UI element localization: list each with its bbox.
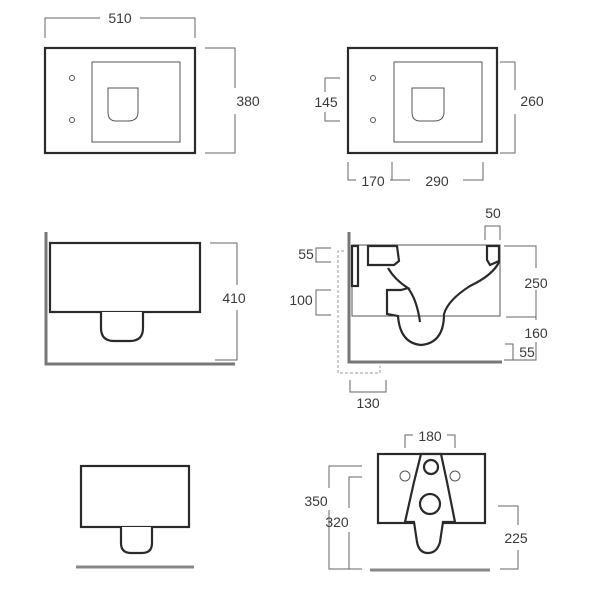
spacing-dimension: 290 <box>425 173 449 189</box>
front-view-left <box>76 464 194 569</box>
bowl-opening <box>411 87 445 122</box>
back-wall-plate <box>350 244 360 288</box>
rim <box>485 244 501 267</box>
wall-floor-line <box>44 232 235 366</box>
dimension-line <box>504 342 537 361</box>
dimension-line <box>404 434 456 448</box>
dimension-line <box>498 505 519 570</box>
plan-view-left: 510 380 <box>43 10 260 155</box>
inlet <box>366 244 401 267</box>
pan-outline <box>346 46 499 155</box>
dimension-line <box>315 247 331 263</box>
elevation-left: 410 <box>44 232 246 366</box>
outlet-hole <box>418 492 442 516</box>
trap-inner <box>407 287 422 323</box>
offset-dimension: 170 <box>361 173 385 189</box>
fixing-hole <box>370 75 376 81</box>
depth-dimension: 260 <box>520 93 544 109</box>
rim-dimension: 50 <box>485 205 501 221</box>
trap-outline <box>385 261 500 347</box>
seat-outline <box>91 61 181 143</box>
seat-outline <box>393 61 483 143</box>
dimension-line <box>328 465 362 570</box>
wall-floor-line <box>347 232 502 364</box>
fixing-dimension: 145 <box>314 94 338 110</box>
fixing-hole <box>399 470 411 482</box>
fixing-hole <box>370 117 376 123</box>
dimension-line <box>205 47 236 154</box>
height-dimension: 410 <box>222 290 246 306</box>
inlet-hole <box>422 458 440 476</box>
plan-view-right: 145 260 170 290 <box>314 46 544 189</box>
rear-view-right: 180 350 320 225 <box>304 428 528 572</box>
dimension-line <box>349 380 387 393</box>
fixing-hole <box>69 117 75 123</box>
outlet-dimension: 225 <box>504 530 528 546</box>
width-dimension: 510 <box>108 10 132 26</box>
pan-body <box>48 241 202 314</box>
mid-dimension: 100 <box>289 292 313 308</box>
dimension-line <box>347 162 484 181</box>
pan-body <box>79 464 191 529</box>
dimension-line <box>500 61 516 154</box>
dimension-line <box>348 476 362 569</box>
pan-base <box>99 312 145 343</box>
depth-dimension: 380 <box>236 93 260 109</box>
frame-outline <box>337 250 381 374</box>
section-right: 55 100 50 250 160 55 130 <box>289 205 548 411</box>
dimension-line <box>484 225 501 240</box>
dimension-line <box>315 289 331 316</box>
spacing-dimension: 180 <box>418 428 442 444</box>
fixing-hole <box>69 75 75 81</box>
floor-dimension: 55 <box>519 344 535 360</box>
pan-outline <box>43 46 197 155</box>
inner-dimension: 320 <box>325 514 349 530</box>
fixing-hole <box>449 470 461 482</box>
top-dimension: 55 <box>298 246 314 262</box>
dimension-line <box>44 17 196 38</box>
outlet-dimension: 160 <box>524 325 548 341</box>
dimension-line <box>210 242 238 361</box>
outer-dimension: 350 <box>304 493 328 509</box>
frame-dimension: 130 <box>356 395 380 411</box>
pan-base <box>119 527 154 555</box>
dimension-line <box>504 245 537 320</box>
dimension-line <box>324 77 340 122</box>
height-dimension: 250 <box>524 275 548 291</box>
bowl-opening <box>107 87 139 122</box>
